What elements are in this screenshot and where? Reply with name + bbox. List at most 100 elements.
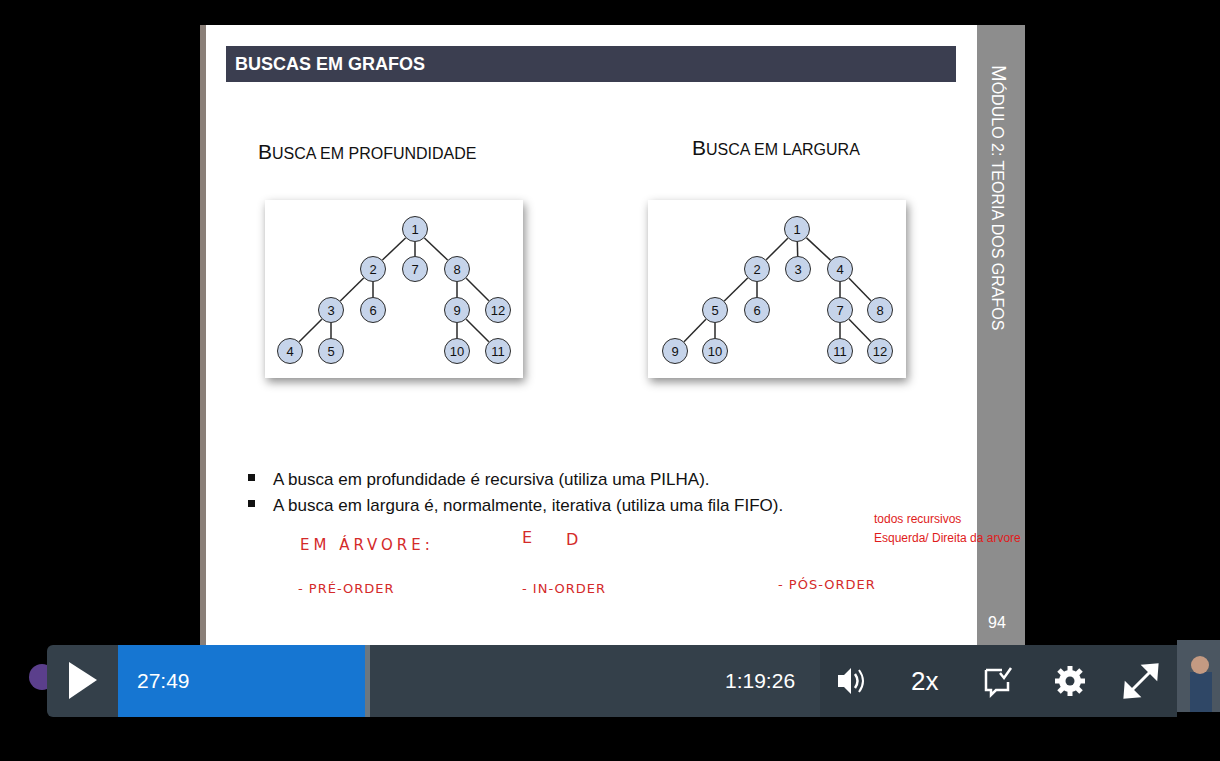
node-number: 2	[753, 262, 760, 277]
tree-panel: BUSCA EM PROFUNDIDADE127836912451011	[265, 200, 523, 378]
tree-node: 2	[360, 256, 386, 282]
tree-edge	[756, 282, 758, 297]
playback-speed: 2x	[911, 666, 938, 697]
caption-icon	[986, 668, 1011, 695]
tree-node: 12	[867, 338, 893, 364]
elapsed-time: 27:49	[137, 669, 190, 693]
node-number: 3	[327, 303, 334, 318]
settings-icon	[1055, 666, 1085, 696]
node-number: 4	[286, 344, 293, 359]
tree-edge	[797, 242, 799, 256]
node-number: 1	[411, 222, 418, 237]
tree-node: 4	[827, 256, 853, 282]
progress-played	[118, 645, 365, 717]
tree-edge	[839, 282, 841, 297]
bullet	[248, 500, 255, 507]
tree-edge	[849, 278, 871, 300]
handwritten-note: - IN-ORDER	[522, 581, 606, 596]
player-bar	[47, 645, 1177, 717]
node-number: 10	[450, 344, 464, 359]
handwritten-note: D	[566, 530, 578, 549]
tree-node: 9	[662, 338, 688, 364]
node-number: 12	[491, 303, 505, 318]
tree-node: 8	[444, 256, 470, 282]
tree-edge	[330, 323, 332, 338]
tree-edge	[466, 278, 489, 301]
node-number: 9	[671, 344, 678, 359]
module-band: MÓDULO 2: TEORIA DOS GRAFOS	[977, 25, 1025, 645]
fullscreen-icon	[1125, 665, 1157, 697]
total-time: 1:19:26	[725, 669, 795, 693]
tree-edge	[414, 242, 416, 256]
node-number: 9	[453, 303, 460, 318]
page-number: 94	[988, 614, 1006, 632]
tree-node: 5	[702, 297, 728, 323]
node-number: 3	[794, 262, 801, 277]
tree-node: 1	[402, 216, 428, 242]
tree-edge	[372, 282, 374, 297]
tree-edge	[382, 238, 405, 260]
tree-node: 11	[827, 338, 853, 364]
tree-node: 9	[444, 297, 470, 323]
tree-node: 10	[444, 338, 470, 364]
tree-edge	[724, 278, 747, 301]
presenter-thumbnail	[1177, 640, 1220, 712]
play-icon	[69, 662, 97, 699]
tree-edge	[456, 323, 458, 338]
tree-edge	[340, 278, 363, 301]
handwritten-note: E	[522, 528, 532, 547]
tree-node: 3	[318, 297, 344, 323]
tree-node: 7	[827, 297, 853, 323]
module-title: MÓDULO 2: TEORIA DOS GRAFOS	[987, 65, 1010, 330]
node-number: 11	[833, 344, 847, 359]
tree-node: 7	[402, 256, 428, 282]
tree-edge	[424, 238, 447, 260]
tree-node: 6	[360, 297, 386, 323]
tree-node: 3	[785, 256, 811, 282]
tree-edge	[714, 323, 716, 338]
bullet	[248, 474, 255, 481]
node-number: 4	[836, 262, 843, 277]
title-band: BUSCAS EM GRAFOS	[226, 46, 956, 82]
node-number: 6	[753, 303, 760, 318]
node-number: 6	[369, 303, 376, 318]
node-number: 7	[836, 303, 843, 318]
tree-edge	[684, 319, 706, 341]
tree-edge	[456, 282, 458, 297]
node-number: 10	[708, 344, 722, 359]
handwritten-note: - PRÉ-ORDER	[298, 581, 394, 596]
slide	[200, 25, 1025, 645]
slide-title: BUSCAS EM GRAFOS	[235, 54, 425, 74]
tree-edge	[807, 238, 831, 260]
tree-node: 6	[744, 297, 770, 323]
volume-icon	[838, 668, 863, 694]
tree-node: 8	[867, 297, 893, 323]
node-number: 8	[876, 303, 883, 318]
tree-node: 5	[318, 338, 344, 364]
tree-node: 11	[485, 338, 511, 364]
note-text: todos recursivos	[874, 512, 961, 526]
tree-edge	[849, 319, 871, 341]
tree-node: 1	[784, 216, 810, 242]
tree-node: 4	[277, 338, 303, 364]
note-text: Esquerda/ Direita da arvore	[874, 531, 1021, 545]
tree-edge	[299, 319, 322, 342]
bullet-text: A busca em largura é, normalmente, itera…	[273, 496, 783, 516]
handwritten-note: - PÓS-ORDER	[778, 577, 876, 592]
tree-panel: BUSCA EM LARGURA123456789101112	[648, 200, 906, 378]
search-heading: BUSCA EM LARGURA	[692, 136, 860, 160]
tree-node: 10	[702, 338, 728, 364]
node-number: 5	[711, 303, 718, 318]
tree-edge	[839, 323, 841, 338]
node-number: 11	[491, 344, 505, 359]
handwritten-note: EM ÁRVORE:	[300, 536, 434, 554]
bullet-text: A busca em profundidade é recursiva (uti…	[273, 470, 710, 490]
tree-node: 12	[485, 297, 511, 323]
node-number: 7	[411, 262, 418, 277]
tree-node: 2	[744, 256, 770, 282]
node-number: 12	[873, 344, 887, 359]
node-number: 2	[369, 262, 376, 277]
node-number: 8	[453, 262, 460, 277]
